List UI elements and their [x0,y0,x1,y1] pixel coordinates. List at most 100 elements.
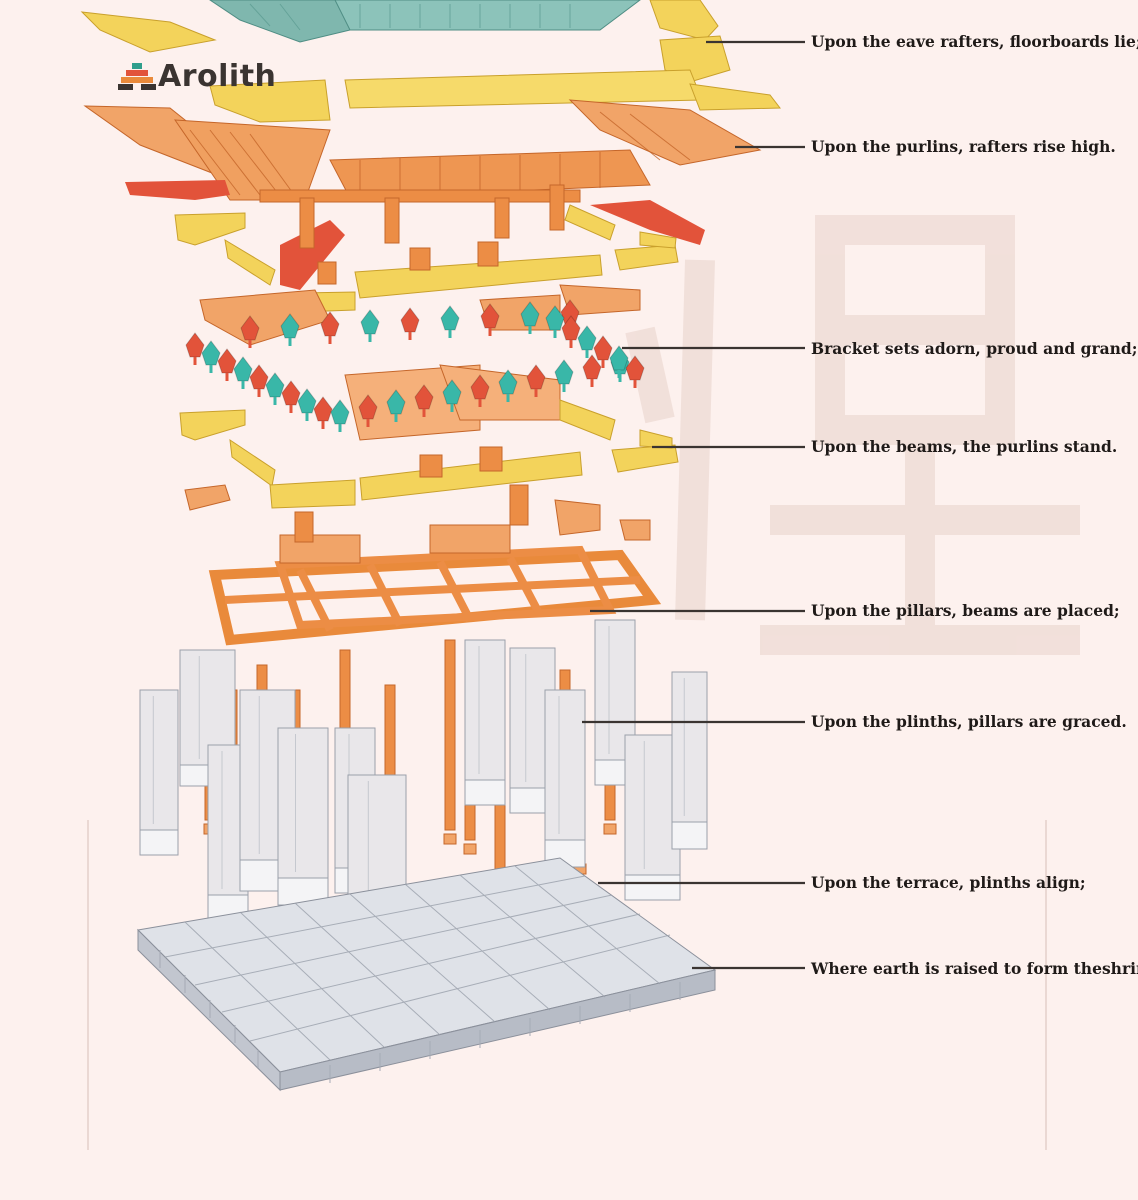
upper-purlins-layer [174,204,679,313]
bracket-block [561,315,581,341]
bracket-block [554,359,574,385]
bracket-block [609,345,629,371]
bracket-set [414,384,434,417]
bracket-set [526,364,546,397]
stepped-block-logo-icon [118,63,156,90]
bracket-set [498,369,518,402]
pillar-base [603,823,617,835]
caption-pillars: Upon the plinths, pillars are graced. [811,712,1127,731]
bracket-block [217,348,237,374]
bracket-block [320,311,340,337]
timber-pillar [444,639,456,831]
bracket-block [560,299,580,325]
leader-lines [582,40,805,970]
bracket-set [233,356,253,389]
bracket-block [442,379,462,405]
bracket-block [440,305,460,331]
bracket-set [440,305,460,338]
bracket-set [320,311,340,344]
bracket-set [593,335,613,368]
brand-name: Arolith [158,58,277,94]
plinth-base [464,779,506,806]
caption-roof-tiles: Upon the eave rafters, floorboards lie; [811,32,1138,51]
bracket-set [185,332,205,365]
bracket-block [280,313,300,339]
bracket-block [360,309,380,335]
bracket-block [249,364,269,390]
plinth-base [624,874,681,901]
bracket-block [400,307,420,333]
bracket-block [358,394,378,420]
bracket-set [265,372,285,405]
watermark-glyph [625,215,1080,655]
bracket-block [526,364,546,390]
bracket-set [280,313,300,346]
bracket-block [480,303,500,329]
caption-beams: Upon the pillars, beams are placed; [811,601,1120,620]
bracket-set [625,355,645,388]
caption-rafters: Upon the purlins, rafters rise high. [811,137,1116,156]
bracket-set [313,396,333,429]
plinth-slab [671,671,708,823]
caption-terrace: Where earth is raised to form theshrine. [811,959,1138,978]
bracket-block [545,305,565,331]
bracket-set [386,389,406,422]
roof-tiles-layer [80,0,781,123]
bracket-set [609,345,629,378]
bracket-block [233,356,253,382]
bracket-set [554,359,574,392]
plinth-slab [624,734,681,876]
bracket-block [201,340,221,366]
bracket-set [470,374,490,407]
bracket-set [330,399,350,432]
bracket-set [249,364,269,397]
bracket-block [281,380,301,406]
rafters-layer [83,99,762,290]
bracket-block [498,369,518,395]
beams-layer [184,484,662,646]
pillar-base [443,833,457,845]
plinth-base [139,829,179,856]
bracket-set [442,379,462,412]
bracket-set [561,315,581,348]
bracket-block [185,332,205,358]
plinth-slab [544,689,586,841]
bracket-block [313,396,333,422]
bracket-set [545,305,565,338]
bracket-block [386,389,406,415]
bracket-block [240,315,260,341]
bracket-set [577,325,597,358]
bracket-set [582,354,602,387]
bracket-set [201,340,221,373]
bracket-set [240,315,260,348]
brand-logo: Arolith [118,56,276,96]
bracket-block [414,384,434,410]
plinth-slab [277,727,329,879]
caption-purlins: Upon the beams, the purlins stand. [811,437,1118,456]
bracket-sets-layer [185,284,645,441]
bracket-set [217,348,237,381]
bracket-set [358,394,378,427]
caption-bracket-sets: Bracket sets adorn, proud and grand; [811,339,1138,358]
bracket-set [281,380,301,413]
bracket-block [593,335,613,361]
plinth-base [671,821,708,850]
bracket-block [520,301,540,327]
bracket-row [185,299,645,432]
bracket-block [297,388,317,414]
bracket-block [577,325,597,351]
terrace-layer [136,857,717,1092]
bracket-block [330,399,350,425]
bracket-set [400,307,420,340]
pillar-base [463,843,477,855]
bracket-block [625,355,645,381]
bracket-set [480,303,500,336]
bracket-set [360,309,380,342]
bracket-block [470,374,490,400]
caption-plinths: Upon the terrace, plinths align; [811,873,1086,892]
bracket-set [520,301,540,334]
plinth-slab [139,689,179,831]
bracket-block [265,372,285,398]
plinth-slab [464,639,506,781]
